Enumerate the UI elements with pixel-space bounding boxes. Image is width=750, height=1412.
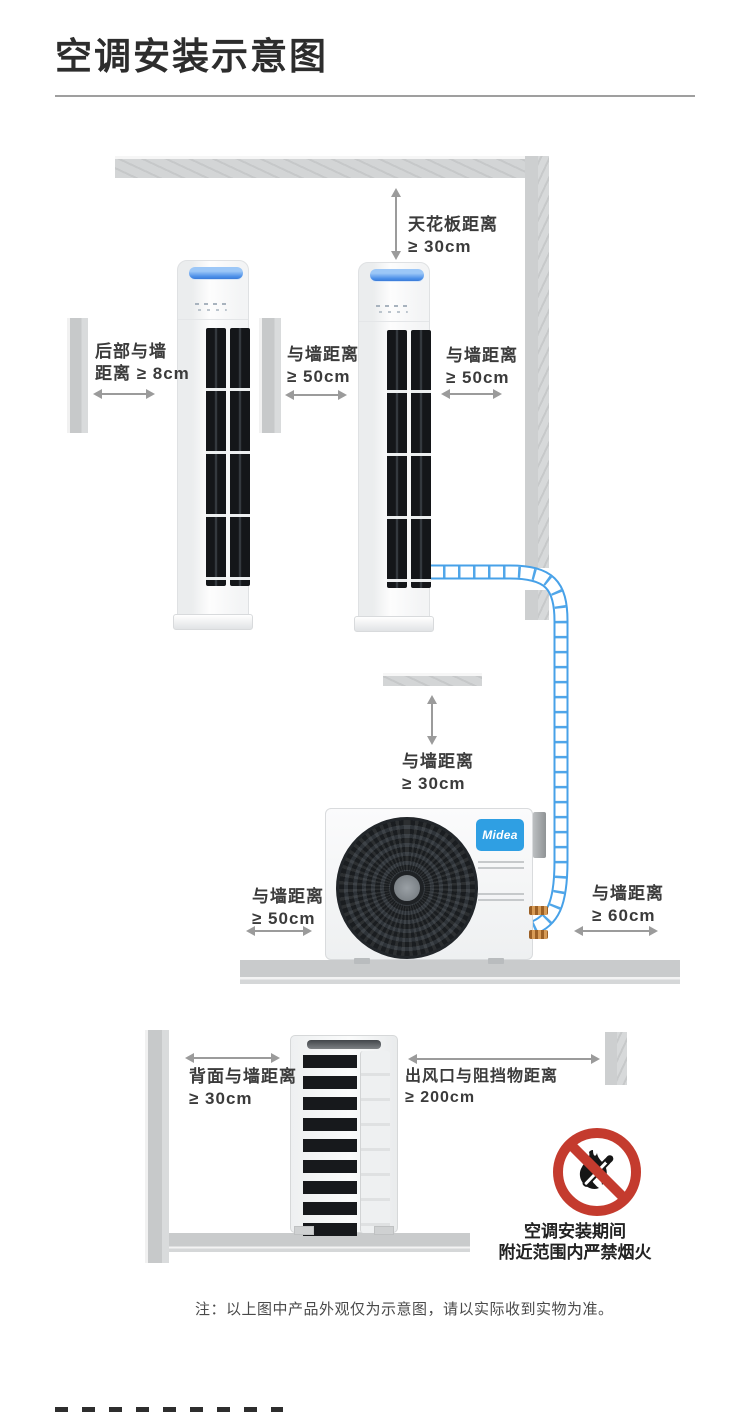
- right-wall-upper: [525, 156, 549, 568]
- rear-side-panel: [360, 1051, 390, 1233]
- indoor-unit-air-vents: [387, 330, 431, 588]
- outdoor-floor: [240, 960, 680, 984]
- bottom-right-wall-segment: [605, 1032, 627, 1085]
- midea-logo: Midea: [476, 819, 524, 851]
- outdoor-side-slats: [478, 893, 524, 903]
- right-gap-distance-label: 与墙距离 ≥ 50cm: [446, 346, 518, 388]
- back-wall-distance-label: 后部与墙 距离 ≥ 8cm: [95, 342, 190, 384]
- outlet-distance-label: 出风口与阻挡物距离 ≥ 200cm: [405, 1068, 559, 1107]
- outdoor-right-distance-arrow: [574, 926, 658, 936]
- indoor-unit-air-vents: [206, 328, 250, 586]
- outdoor-top-wall-segment: [383, 673, 482, 686]
- bottom-left-wall: [145, 1030, 169, 1263]
- indoor-unit-head: [359, 263, 429, 322]
- title-divider: [55, 95, 695, 97]
- outdoor-right-distance-label: 与墙距离 ≥ 60cm: [592, 884, 664, 926]
- outdoor-top-distance-arrow: [427, 695, 437, 745]
- outdoor-side-slats: [478, 861, 524, 871]
- left-gap-distance-label: 与墙距离 ≥ 50cm: [287, 345, 359, 387]
- cropped-text-fragment: [55, 1407, 283, 1412]
- indoor-unit-blue-vent: [189, 267, 243, 279]
- pipe-bracket: [533, 812, 546, 858]
- outlet-distance-arrow: [408, 1054, 600, 1064]
- bottom-floor: [169, 1233, 470, 1252]
- ceiling-wall: [115, 156, 549, 178]
- copper-pipe-fitting: [529, 906, 548, 915]
- no-fire-warning-text: 空调安装期间 附近范围内严禁烟火: [498, 1222, 652, 1263]
- indoor-unit-display: [195, 303, 231, 312]
- indoor-unit-1: [173, 260, 253, 630]
- rear-condenser-fins: [303, 1055, 357, 1241]
- left-gap-distance-arrow: [285, 390, 347, 400]
- rear-top-vent: [307, 1040, 381, 1049]
- disclaimer-note: 注：以上图中产品外观仅为示意图，请以实际收到实物为准。: [195, 1301, 614, 1318]
- right-gap-distance-arrow: [441, 389, 502, 399]
- middle-wall-segment: [259, 318, 281, 433]
- outdoor-fan-grille: [336, 817, 478, 959]
- indoor-unit-base: [354, 616, 434, 632]
- left-wall-segment: [67, 318, 88, 433]
- outdoor-unit-body: Midea: [325, 808, 533, 964]
- indoor-unit-display: [376, 305, 412, 314]
- page-title: 空调安装示意图: [55, 36, 328, 77]
- indoor-unit-base: [173, 614, 253, 630]
- outdoor-left-distance-arrow: [246, 926, 312, 936]
- ceiling-distance-arrow: [391, 188, 401, 260]
- outdoor-unit-rear-view: [290, 1035, 398, 1241]
- outdoor-left-distance-label: 与墙距离 ≥ 50cm: [252, 887, 324, 929]
- copper-pipe-fitting: [529, 930, 548, 939]
- indoor-unit-body: [177, 260, 250, 618]
- outdoor-top-distance-label: 与墙距离 ≥ 30cm: [402, 752, 474, 794]
- right-wall-below-pipe: [525, 590, 549, 620]
- rear-wall-distance-arrow: [185, 1053, 280, 1063]
- indoor-unit-2: [354, 262, 434, 632]
- ceiling-distance-label: 天花板距离 ≥ 30cm: [408, 215, 498, 257]
- back-wall-distance-arrow: [93, 389, 155, 399]
- outdoor-unit: Midea: [325, 808, 548, 964]
- indoor-unit-head: [178, 261, 248, 320]
- fan-hub: [390, 871, 424, 905]
- no-open-flame-sign: [553, 1128, 641, 1216]
- indoor-unit-body: [358, 262, 431, 620]
- indoor-unit-blue-vent: [370, 269, 424, 281]
- rear-wall-distance-label: 背面与墙距离 ≥ 30cm: [189, 1067, 297, 1109]
